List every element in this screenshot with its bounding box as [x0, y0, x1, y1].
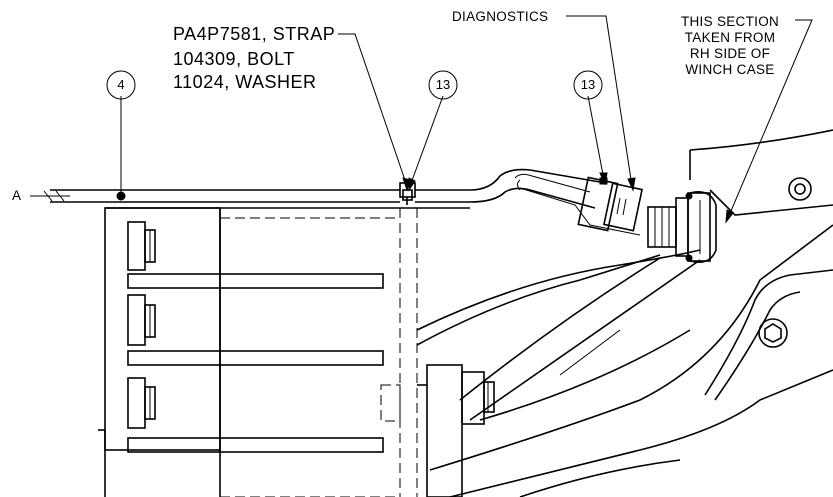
balloon-13-left-circle	[428, 70, 458, 100]
section-note-line-2: TAKEN FROM	[684, 30, 776, 45]
round-connector	[647, 191, 717, 263]
callout-strap: PA4P7581, STRAP	[173, 24, 336, 44]
case-bolt	[758, 177, 812, 348]
callout-bolt: 104309, BOLT	[173, 49, 295, 69]
section-note-line-3: RH SIDE OF	[689, 46, 771, 61]
harness-cable	[50, 168, 641, 236]
lower-mount	[380, 364, 495, 497]
winch-frame	[98, 207, 470, 497]
balloon-4-circle	[106, 70, 136, 100]
callout-washer: 11024, WASHER	[173, 72, 317, 92]
balloon-13-right-circle	[573, 70, 603, 100]
bolts-left	[127, 221, 156, 429]
leader-lines	[120, 15, 813, 224]
balloon-13-left: 13	[435, 77, 451, 92]
section-ref-a: A	[12, 188, 22, 203]
section-line-a	[30, 190, 70, 202]
winch-case	[416, 129, 833, 497]
section-note-line-4: WINCH CASE	[685, 62, 775, 77]
callout-diagnostics: DIAGNOSTICS	[452, 9, 549, 24]
cable-tie-point	[116, 191, 126, 201]
balloon-13-right: 13	[580, 77, 596, 92]
balloon-4: 4	[117, 77, 125, 92]
section-note-line-1: THIS SECTION	[680, 14, 780, 29]
